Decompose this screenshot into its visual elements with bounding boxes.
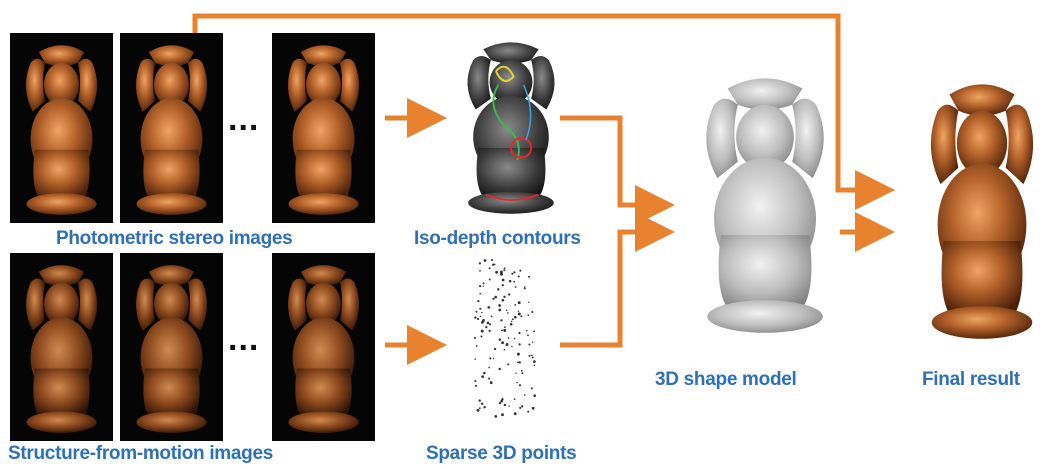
final-result-image — [908, 66, 1056, 351]
iso-depth-contours-image — [448, 30, 574, 222]
shape-model-image — [680, 60, 850, 345]
sfm-image-1 — [10, 253, 113, 441]
sfm-ellipsis: ... — [228, 320, 259, 359]
photometric-ellipsis: ... — [228, 100, 259, 139]
sfm-image-n — [272, 253, 375, 441]
sparse-label: Sparse 3D points — [426, 443, 576, 465]
sfm-image-2 — [120, 253, 223, 441]
contours-to-model-arrow — [560, 118, 660, 205]
shape-model-label: 3D shape model — [655, 369, 797, 391]
photometric-image-1 — [10, 33, 113, 223]
iso-depth-label: Iso-depth contours — [414, 228, 581, 250]
photometric-image-n — [272, 33, 375, 223]
final-result-label: Final result — [922, 369, 1020, 391]
sfm-label: Structure-from-motion images — [8, 443, 273, 465]
sparse-points-image — [455, 255, 555, 425]
photometric-image-2 — [120, 33, 223, 223]
photometric-label: Photometric stereo images — [56, 228, 292, 250]
